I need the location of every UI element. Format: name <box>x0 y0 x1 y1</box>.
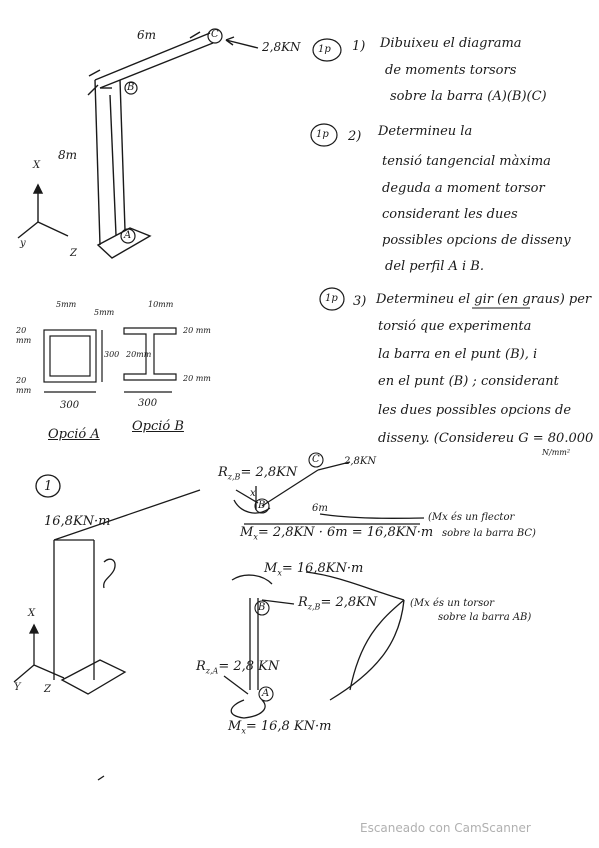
b-width: 300 <box>138 398 158 409</box>
b-web: 20mm <box>126 350 152 359</box>
point-b-marker <box>124 81 138 95</box>
sol-axis-x: X <box>28 608 36 619</box>
q3-units: N/mm² <box>542 448 571 457</box>
point-b-label: B <box>127 82 135 93</box>
q3-tag: 1p <box>325 293 338 304</box>
q3-line-1: Determineu el gir (en graus) per <box>376 292 592 307</box>
mx-torsor-note-2: sobre la barra AB) <box>438 612 532 623</box>
q3-line-6: disseny. (Considereu G = 80.000 <box>378 431 594 446</box>
q3-line-3: la barra en el punt (B), i <box>378 347 538 362</box>
point-c-label: C <box>211 29 219 40</box>
q2-line-2: tensió tangencial màxima <box>382 154 551 169</box>
axis-y-label: y <box>20 238 26 249</box>
b-flange-right-1: 20 mm <box>183 326 211 335</box>
point-a-marker <box>120 228 136 244</box>
q1-number: 1) <box>352 39 366 54</box>
solution-tag: 1 <box>44 479 53 494</box>
load-label: 2,8KN <box>262 40 301 54</box>
q3-line-4: en el punt (B) ; considerant <box>378 374 559 389</box>
sol-axis-z: Z <box>44 684 51 695</box>
option-b-label: Opció B <box>132 419 184 434</box>
mx-torsor-note-1: (Mx és un torsor <box>410 598 494 609</box>
q2-line-3: deguda a moment torsor <box>382 181 545 196</box>
q2-line-5: possibles opcions de disseny <box>382 233 571 248</box>
scanner-watermark: Escaneado con CamScanner <box>360 821 531 835</box>
point-c-marker <box>207 28 223 44</box>
point-b-sol-2: B <box>258 602 266 613</box>
reaction-rzb-2: Rz,B= 2,8KN <box>298 595 378 612</box>
axis-z-label: Z <box>70 248 77 259</box>
a-width: 300 <box>60 400 80 411</box>
reaction-rza: Rz,A= 2,8 KN <box>196 659 280 676</box>
moment-diagram-label: 16,8KN·m <box>44 514 111 529</box>
mx-a: Mx= 16,8 KN·m <box>228 719 332 736</box>
q3-line-2: torsió que experimenta <box>378 319 532 334</box>
mx-ab: Mx= 16,8KN·m <box>264 561 364 578</box>
b-flange-right-2: 20 mm <box>183 374 211 383</box>
axis-x-label: X <box>33 160 41 171</box>
option-a-label: Opció A <box>48 427 100 442</box>
q1-line-1: Dibuixeu el diagrama <box>380 36 522 51</box>
mx-equation: Mx= 2,8KN · 6m = 16,8KN·m <box>240 525 434 542</box>
q2-number: 2) <box>348 129 362 144</box>
load-c-sol: 2,8KN <box>344 456 377 467</box>
reaction-rzb-1: Rz,B= 2,8KN <box>218 465 298 482</box>
point-c-sol: C <box>312 454 320 465</box>
q3-number: 3) <box>353 294 367 309</box>
q1-line-2: de moments torsors <box>385 63 517 78</box>
q2-line-6: del perfil A i B. <box>385 259 484 274</box>
mx-note-1: (Mx és un flector <box>428 512 515 523</box>
dim-vertical-length: 8m <box>58 148 78 162</box>
a-t2-unit: mm <box>16 386 32 395</box>
a-t1-unit: mm <box>16 336 32 345</box>
point-b-sol-1: B <box>258 500 266 511</box>
point-a-label: A <box>124 230 132 241</box>
length-6m: 6m <box>312 503 328 514</box>
a-height: 300 <box>104 350 120 359</box>
b-top-dim: 5mm <box>94 308 115 317</box>
mx-note-2: sobre la barra BC) <box>442 528 536 539</box>
point-a-sol: A <box>262 688 270 699</box>
q2-tag: 1p <box>316 129 329 140</box>
q1-line-3: sobre la barra (A)(B)(C) <box>390 89 547 104</box>
sol-axis-y: Y <box>14 682 21 693</box>
q2-line-4: considerant les dues <box>382 207 518 222</box>
b-flange-dim: 10mm <box>148 300 174 309</box>
q3-line-5: les dues possibles opcions de <box>378 403 572 418</box>
x-label: x <box>250 488 256 499</box>
a-top-dim: 5mm <box>56 300 77 309</box>
a-t1: 20 <box>16 326 27 335</box>
a-t2: 20 <box>16 376 27 385</box>
q1-tag: 1p <box>318 44 331 55</box>
dim-top-length: 6m <box>137 28 157 42</box>
q2-line-1: Determineu la <box>378 124 473 139</box>
